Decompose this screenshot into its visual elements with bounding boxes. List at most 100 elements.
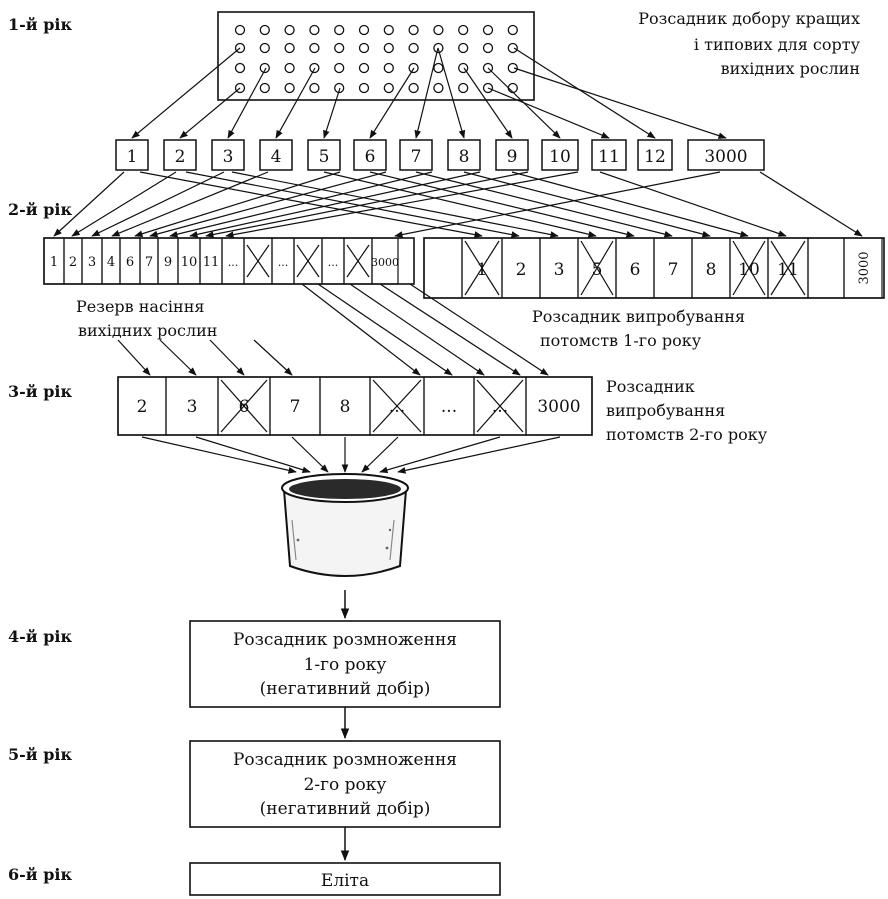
trial1-cell xyxy=(808,238,844,298)
year-label-6: 6-й рік xyxy=(8,865,72,884)
selected-box-4-label: 4 xyxy=(271,147,282,167)
reserve-cell-label: 2 xyxy=(69,255,77,270)
selected-box-8-label: 8 xyxy=(459,147,470,167)
selected-box-1-label: 1 xyxy=(127,147,138,167)
trial2-cell-label: 2 xyxy=(137,397,148,417)
plant-dot xyxy=(409,84,418,93)
arrow-grid-to-box-13 xyxy=(514,68,726,138)
selected-box-1: 1 xyxy=(116,140,148,170)
plant-dot xyxy=(310,44,319,53)
arrow-box-to-strip-19 xyxy=(512,172,748,236)
trial1-caption-line2: потомств 1-го року xyxy=(540,331,702,350)
elite-box: Еліта xyxy=(190,863,500,895)
trial2-cell-label: 8 xyxy=(340,397,351,417)
trial1-cell-label: 8 xyxy=(706,260,717,280)
arrow-trial2-to-bucket-6 xyxy=(380,437,500,472)
arrow-trial2-to-bucket-7 xyxy=(398,437,560,472)
reserve-cell-label: ... xyxy=(228,256,239,269)
selected-box-9-label: 9 xyxy=(507,147,518,167)
selected-box-3000: 3000 xyxy=(688,140,764,170)
arrow-grid-to-box-1 xyxy=(132,48,240,138)
selected-box-10-label: 10 xyxy=(549,147,571,167)
year-label-1: 1-й рік xyxy=(8,15,72,34)
elite-label: Еліта xyxy=(321,871,369,891)
plant-dot xyxy=(434,64,443,73)
trial2-cell-label: ... xyxy=(492,397,508,417)
arrow-reserve-to-trial2-3 xyxy=(210,340,244,375)
mult2-line3: (негативний добір) xyxy=(260,799,431,819)
trial2-cell-label: 3 xyxy=(187,397,198,417)
year-label-3: 3-й рік xyxy=(8,382,72,401)
arrow-grid-to-box-4 xyxy=(276,68,315,138)
arrows-boxes-to-year2 xyxy=(54,172,862,236)
reserve-cell-label: 1 xyxy=(50,255,58,270)
plant-dot xyxy=(384,84,393,93)
trial1-cell-label: 3000 xyxy=(857,251,872,284)
plant-dot xyxy=(310,26,319,35)
trial2-caption-line3: потомств 2-го року xyxy=(606,425,768,444)
seed-reserve-strip: 12346791011.........3000 xyxy=(44,238,414,284)
trial2-cell-label: ... xyxy=(389,397,405,417)
arrow-trial2-to-bucket-5 xyxy=(362,437,398,472)
selected-box-3: 3 xyxy=(212,140,244,170)
selected-box-7-label: 7 xyxy=(411,147,422,167)
arrow-trial2-to-bucket-3 xyxy=(292,437,328,472)
plant-dot xyxy=(384,44,393,53)
trial2-caption-line2: випробування xyxy=(606,401,725,420)
arrow-grid-to-box-12 xyxy=(514,48,655,138)
plant-dot xyxy=(384,26,393,35)
mult1-line3: (негативний добір) xyxy=(260,679,431,699)
reserve-cells: 12346791011.........3000 xyxy=(44,238,399,284)
arrow-reserve-to-trial2-4 xyxy=(254,340,292,375)
arrow-grid-to-box-3 xyxy=(228,68,266,138)
plant-dot xyxy=(335,44,344,53)
plant-dot xyxy=(459,44,468,53)
selected-box-5: 5 xyxy=(308,140,340,170)
reserve-cell-label: 3 xyxy=(88,255,96,270)
reserve-cell-label: ... xyxy=(278,256,289,269)
selected-box-3-label: 3 xyxy=(223,147,234,167)
nursery1-caption-line3: вихідних рослин xyxy=(721,59,860,78)
plant-dot xyxy=(310,84,319,93)
arrow-box-to-strip-17 xyxy=(416,172,672,236)
selected-box-12: 12 xyxy=(638,140,672,170)
trial1-cell-label: 5 xyxy=(592,260,603,280)
selected-box-2: 2 xyxy=(164,140,196,170)
year-label-4: 4-й рік xyxy=(8,627,72,646)
trial-nursery-year2-strip: 23678.........3000 xyxy=(118,377,592,435)
arrow-grid-to-box-2 xyxy=(180,88,240,138)
arrow-reserve-to-trial2-1 xyxy=(118,340,150,375)
plant-dot xyxy=(285,84,294,93)
selected-box-11: 11 xyxy=(592,140,626,170)
plant-dot xyxy=(285,44,294,53)
reserve-cell-label: 9 xyxy=(164,255,172,270)
trial1-cell-label: 10 xyxy=(738,260,760,280)
selected-plant-boxes: 1 2 3 4 5 6 7 8 9 10 11 12 3000 xyxy=(116,140,764,170)
reserve-cell-label: 4 xyxy=(107,255,115,270)
selected-box-3000-label: 3000 xyxy=(704,147,747,167)
trial2-cell-label: 3000 xyxy=(537,397,580,417)
plant-dot xyxy=(409,26,418,35)
plant-dot xyxy=(260,84,269,93)
plant-dot xyxy=(459,26,468,35)
selected-box-9: 9 xyxy=(496,140,528,170)
reserve-cell-label: 3000 xyxy=(371,256,399,269)
plant-dot xyxy=(335,26,344,35)
multiplication-nursery-year1-box: Розсадник розмноження 1-го року (негатив… xyxy=(190,621,500,707)
arrow-grid-to-box-5 xyxy=(324,88,340,138)
mult2-line2: 2-го року xyxy=(304,775,387,795)
reserve-caption-line1: Резерв насіння xyxy=(76,297,204,316)
mult2-line1: Розсадник розмноження xyxy=(233,750,457,770)
arrow-reserve-to-trial2-5 xyxy=(302,284,420,375)
arrow-reserve-to-trial2-2 xyxy=(160,340,196,375)
selected-box-4: 4 xyxy=(260,140,292,170)
selected-box-12-label: 12 xyxy=(644,147,666,167)
trial1-cell-label: 11 xyxy=(777,260,799,280)
plant-dot xyxy=(285,64,294,73)
arrow-grid-to-box-7 xyxy=(416,48,438,138)
selection-nursery-grid xyxy=(218,12,534,100)
